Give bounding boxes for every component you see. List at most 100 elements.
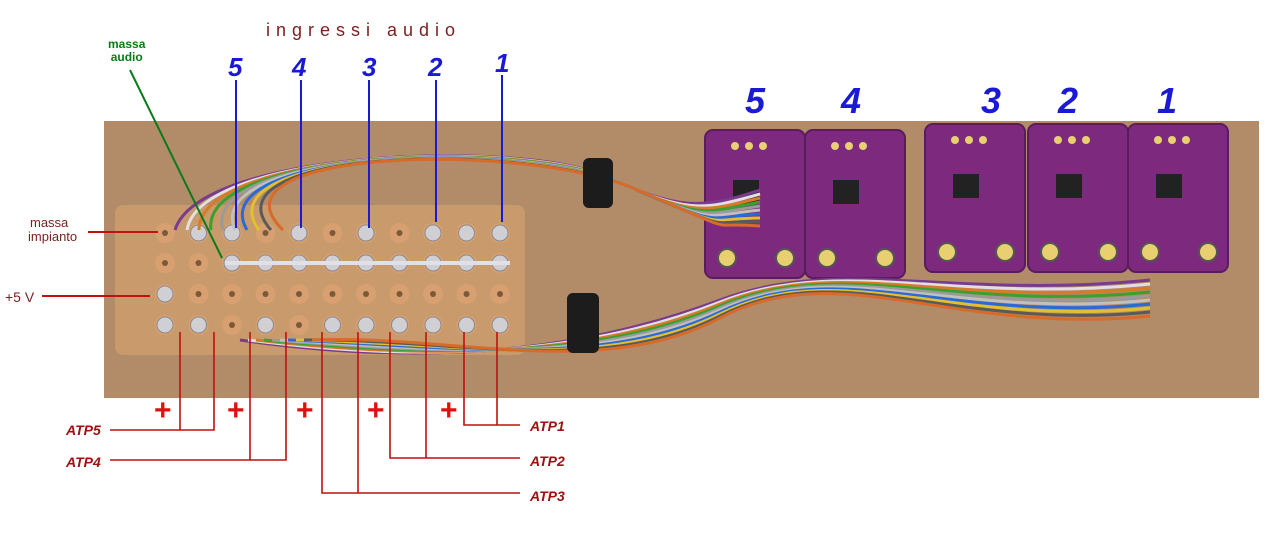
amplifier-modules xyxy=(704,123,1229,279)
amp-number-1: 1 xyxy=(1157,80,1178,121)
solder-joint xyxy=(424,316,442,334)
amp-terminal xyxy=(937,242,957,262)
solder-joint xyxy=(491,316,509,334)
input-number-4: 4 xyxy=(292,52,307,82)
plus-atp4: + xyxy=(227,394,245,427)
amp-pin xyxy=(1054,136,1062,144)
amp-pin xyxy=(979,136,987,144)
massa-audio-line xyxy=(129,69,223,259)
amp-number-4: 4 xyxy=(841,80,862,121)
perfboard-hole xyxy=(296,291,302,297)
amp-terminal xyxy=(775,248,795,268)
solder-joint xyxy=(458,316,475,334)
amp-terminal xyxy=(817,248,837,268)
solder-joint xyxy=(257,316,274,334)
amp-chip xyxy=(833,180,859,204)
solder-joint xyxy=(357,224,375,242)
amp-chip xyxy=(953,174,979,198)
perfboard-hole xyxy=(162,260,168,266)
perfboard-hole xyxy=(229,291,235,297)
amp-terminal xyxy=(875,248,895,268)
wire-bundle xyxy=(173,154,1151,355)
perfboard-hole xyxy=(363,291,369,297)
massa-impianto-label: massa impianto xyxy=(28,215,78,244)
amp-pin xyxy=(1082,136,1090,144)
solder-joint xyxy=(324,316,341,334)
amp-terminal xyxy=(995,242,1015,262)
solder-joint xyxy=(223,224,241,242)
amp-terminal xyxy=(1140,242,1160,262)
perfboard-hole xyxy=(329,291,336,297)
supply-label: +5 V xyxy=(5,289,35,305)
amp-pin xyxy=(951,136,959,144)
solder-joint xyxy=(391,316,408,334)
input-number-2: 2 xyxy=(428,52,443,82)
solder-joint xyxy=(290,224,308,242)
amp-module xyxy=(804,129,906,279)
atp3-label: ATP3 xyxy=(530,488,565,504)
perfboard-hole xyxy=(229,322,235,328)
perfboard xyxy=(115,205,525,355)
perfboard-hole xyxy=(463,291,470,297)
atp2-label: ATP2 xyxy=(530,453,565,469)
perfboard-hole xyxy=(195,260,202,266)
solder-joint xyxy=(190,316,207,334)
atp4-label: ATP4 xyxy=(66,454,101,470)
plus-atp3: + xyxy=(296,394,314,427)
audio-inputs-title: ingressi audio xyxy=(266,20,462,40)
atp-marker-line xyxy=(321,332,520,494)
amp-module xyxy=(1127,123,1229,273)
amp-module xyxy=(1027,123,1129,273)
input-number-1: 1 xyxy=(495,48,510,78)
atp5-label: ATP5 xyxy=(66,422,101,438)
amp-pin xyxy=(859,142,867,150)
amp-chip xyxy=(1156,174,1182,198)
plus-atp1: + xyxy=(440,394,458,427)
cable-tie-top xyxy=(583,158,613,208)
perfboard-hole xyxy=(162,230,168,236)
amp-terminal xyxy=(1040,242,1060,262)
amp-pin xyxy=(1154,136,1162,144)
amp-terminal xyxy=(1098,242,1118,262)
input-number-5: 5 xyxy=(228,52,243,82)
perfboard-hole xyxy=(262,291,269,297)
atp-marker-line xyxy=(463,332,520,426)
amp-number-2: 2 xyxy=(1058,80,1079,121)
amp-pin xyxy=(1182,136,1190,144)
perfboard-hole xyxy=(396,291,403,297)
amp-pin xyxy=(731,142,739,150)
atp-marker-line xyxy=(180,332,215,431)
amp-terminal xyxy=(717,248,737,268)
annotation-lines xyxy=(42,69,520,494)
solder-joint xyxy=(357,316,375,334)
perfboard-hole xyxy=(296,322,302,328)
audio-wire xyxy=(311,292,1151,353)
solder-joint xyxy=(458,224,475,242)
solder-joint xyxy=(491,224,509,242)
amp-chip xyxy=(1056,174,1082,198)
atp-marker-line xyxy=(389,332,520,459)
amp-module xyxy=(924,123,1026,273)
perfboard-hole xyxy=(430,291,436,297)
input-number-3: 3 xyxy=(362,52,377,82)
plus-atp5: + xyxy=(154,394,172,427)
amp-pin xyxy=(831,142,839,150)
solder-joint xyxy=(156,316,174,334)
amp-number-5: 5 xyxy=(745,80,766,121)
amp-pin xyxy=(759,142,767,150)
perfboard-hole xyxy=(195,291,202,297)
amp-terminal xyxy=(1198,242,1218,262)
perfboard-hole xyxy=(329,230,336,236)
massa-audio-label: massa audio xyxy=(108,37,146,64)
solder-joint xyxy=(424,224,442,242)
solder-joint xyxy=(156,285,174,303)
perfboard-hole xyxy=(262,230,269,236)
plus-atp2: + xyxy=(367,394,385,427)
atp-marker-line xyxy=(250,332,287,461)
amp-number-3: 3 xyxy=(981,80,1002,121)
perfboard-hole xyxy=(497,291,503,297)
amp-pin xyxy=(845,142,853,150)
amp-pin xyxy=(745,142,753,150)
perfboard-hole xyxy=(396,230,403,236)
